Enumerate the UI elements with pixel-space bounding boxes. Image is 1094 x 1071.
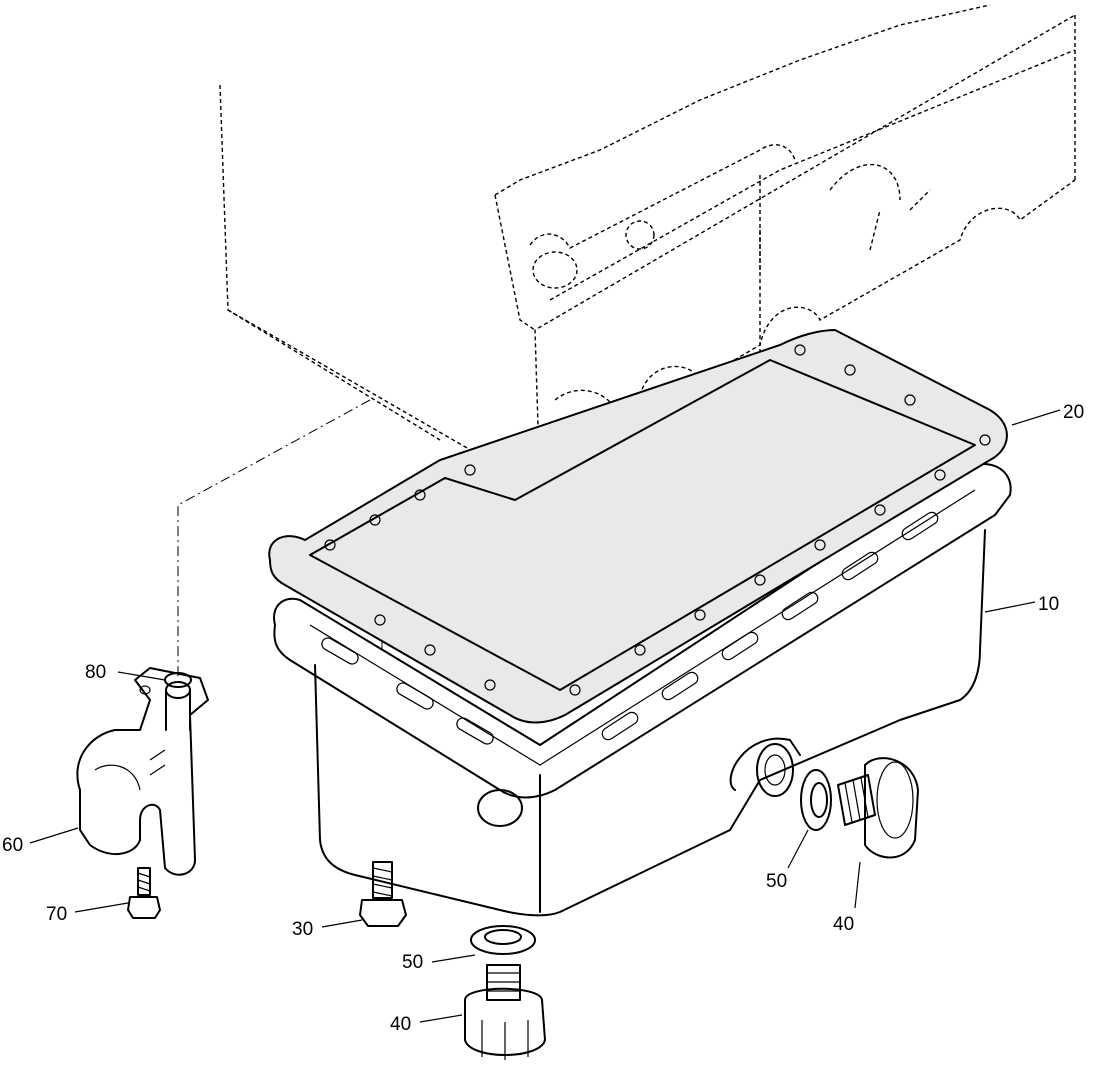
drain-plug-side: [837, 757, 919, 859]
engine-block-phantom: [219, 4, 1076, 535]
drain-washer-side: [800, 769, 832, 831]
callout-50-side: 50: [766, 871, 787, 892]
drain-washer-bottom: [470, 925, 536, 955]
drain-plug-bottom: [464, 964, 546, 1060]
callout-50-bottom: 50: [402, 952, 423, 973]
oil-pan: [273, 463, 1012, 917]
callout-60: 60: [2, 835, 23, 856]
pan-bolt: [359, 861, 407, 927]
callout-40-bottom: 40: [390, 1014, 411, 1035]
callout-40-side: 40: [833, 914, 854, 935]
leader-lines: [29, 409, 1061, 1023]
oil-pan-gasket: [268, 328, 1008, 724]
strainer-bolt: [127, 867, 161, 919]
callout-70: 70: [46, 904, 67, 925]
callout-80: 80: [85, 662, 106, 683]
callout-20: 20: [1063, 402, 1084, 423]
callout-30: 30: [292, 919, 313, 940]
oil-strainer: [76, 667, 209, 876]
callout-10: 10: [1038, 594, 1059, 615]
